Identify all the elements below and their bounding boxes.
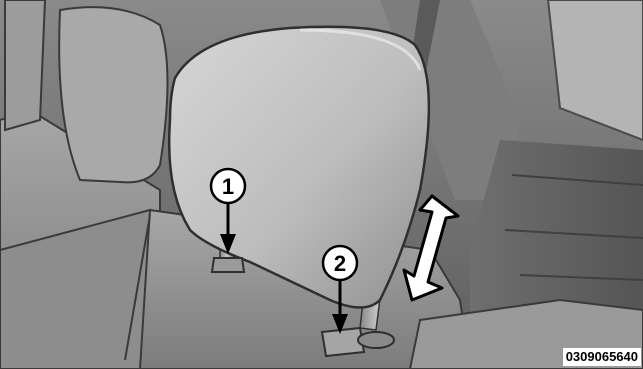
left-pillar — [5, 0, 45, 130]
callout-1-number: 1 — [222, 174, 234, 199]
headrest-guide-sleeve — [358, 332, 394, 348]
figure-id-label: 0309065640 — [563, 348, 641, 366]
headrest-release-button — [212, 258, 244, 272]
callout-2-number: 2 — [334, 251, 346, 276]
left-headrest — [59, 7, 167, 182]
